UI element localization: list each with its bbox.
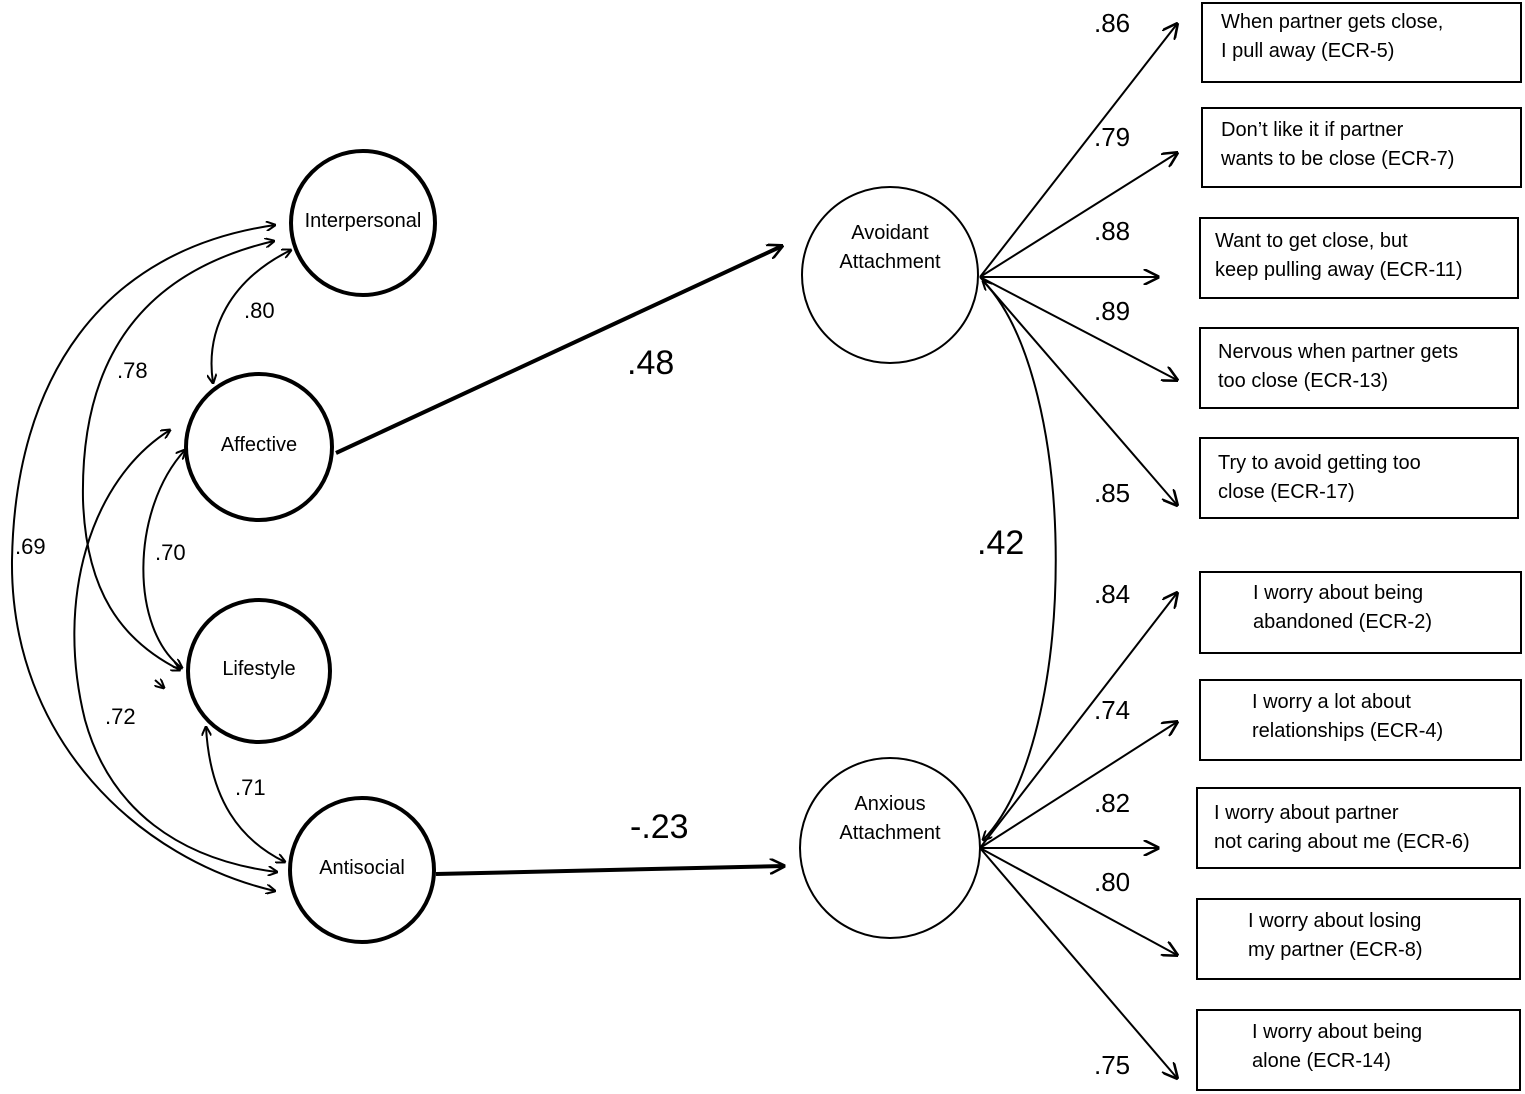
loading-label-ecr17: .85 bbox=[1094, 478, 1131, 508]
antisocial-node bbox=[288, 796, 436, 944]
item-text-ecr6: I worry about partner not caring about m… bbox=[1214, 802, 1470, 853]
item-text-ecr17: Try to avoid getting too close (ECR-17) bbox=[1218, 452, 1421, 503]
path-affective-avoidant bbox=[335, 246, 782, 455]
loading-label-ecr11: .88 bbox=[1094, 216, 1131, 246]
loading-label-ecr6: .82 bbox=[1094, 788, 1131, 818]
item-box-ecr17 bbox=[1199, 437, 1519, 519]
loading-label-ecr13: .89 bbox=[1094, 296, 1131, 326]
corr-affective-antisocial bbox=[73, 430, 277, 872]
item-text-ecr5: When partner gets close, I pull away (EC… bbox=[1221, 11, 1444, 62]
lifestyle-label: Lifestyle bbox=[222, 658, 296, 680]
corr-interpersonal-lifestyle-tail bbox=[155, 680, 164, 688]
path-antisocial-anxious bbox=[435, 866, 784, 876]
anxious-label: Anxious Attachment bbox=[839, 793, 941, 844]
load-ecr2 bbox=[979, 593, 1177, 849]
load-ecr5 bbox=[979, 24, 1177, 278]
item-text-ecr14: I worry about being alone (ECR-14) bbox=[1252, 1021, 1423, 1072]
item-box-ecr8 bbox=[1196, 898, 1521, 980]
path-label-affective-avoidant: .48 bbox=[627, 344, 675, 382]
item-box-ecr7 bbox=[1201, 107, 1522, 188]
item-box-ecr13 bbox=[1199, 327, 1519, 409]
path-label-antisocial-anxious: -.23 bbox=[630, 808, 689, 846]
corr-avoidant-anxious bbox=[983, 281, 1057, 840]
loading-label-ecr8: .80 bbox=[1094, 867, 1131, 897]
item-text-ecr4: I worry a lot about relationships (ECR-4… bbox=[1252, 691, 1444, 742]
corr-label-avoidant-anxious: .42 bbox=[977, 524, 1025, 562]
load-ecr17 bbox=[979, 276, 1177, 505]
item-box-ecr6 bbox=[1196, 787, 1521, 869]
item-text-ecr11: Want to get close, but keep pulling away… bbox=[1215, 230, 1463, 281]
avoidant-node bbox=[801, 186, 979, 364]
load-ecr14 bbox=[979, 847, 1177, 1078]
load-ecr4 bbox=[979, 722, 1177, 849]
corr-label-affective-antisocial: .72 bbox=[105, 704, 136, 729]
corr-lifestyle-antisocial bbox=[206, 727, 285, 862]
anxious-node bbox=[799, 757, 981, 939]
load-ecr7 bbox=[979, 153, 1177, 278]
corr-label-affective-lifestyle: .70 bbox=[155, 540, 186, 565]
corr-label-interpersonal-antisocial: .69 bbox=[15, 534, 46, 559]
load-ecr13 bbox=[979, 276, 1177, 380]
interpersonal-label: Interpersonal bbox=[304, 210, 422, 232]
corr-interpersonal-lifestyle bbox=[81, 241, 274, 670]
loading-label-ecr7: .79 bbox=[1094, 122, 1131, 152]
item-box-ecr4 bbox=[1199, 679, 1522, 761]
interpersonal-node bbox=[289, 149, 437, 297]
loading-label-ecr14: .75 bbox=[1094, 1050, 1131, 1080]
corr-label-interpersonal-affective: .80 bbox=[244, 298, 275, 323]
item-text-ecr7: Don’t like it if partner wants to be clo… bbox=[1221, 119, 1455, 170]
loading-label-ecr4: .74 bbox=[1094, 695, 1131, 725]
item-text-ecr8: I worry about losing my partner (ECR-8) bbox=[1248, 910, 1423, 961]
affective-label: Affective bbox=[220, 434, 298, 456]
corr-label-lifestyle-antisocial: .71 bbox=[235, 775, 266, 800]
avoidant-label: Avoidant Attachment bbox=[839, 222, 941, 273]
item-box-ecr11 bbox=[1199, 217, 1519, 299]
item-text-ecr13: Nervous when partner gets too close (ECR… bbox=[1218, 341, 1459, 392]
item-box-ecr5 bbox=[1201, 2, 1522, 83]
item-box-ecr14 bbox=[1196, 1009, 1521, 1091]
corr-interpersonal-antisocial bbox=[10, 225, 275, 891]
corr-label-interpersonal-lifestyle: .78 bbox=[117, 358, 148, 383]
antisocial-label: Antisocial bbox=[319, 857, 405, 879]
item-box-ecr2 bbox=[1199, 571, 1522, 654]
load-ecr8 bbox=[979, 847, 1177, 955]
loading-label-ecr5: .86 bbox=[1094, 8, 1131, 38]
loading-label-ecr2: .84 bbox=[1094, 579, 1131, 609]
item-text-ecr2: I worry about being abandoned (ECR-2) bbox=[1253, 582, 1432, 633]
